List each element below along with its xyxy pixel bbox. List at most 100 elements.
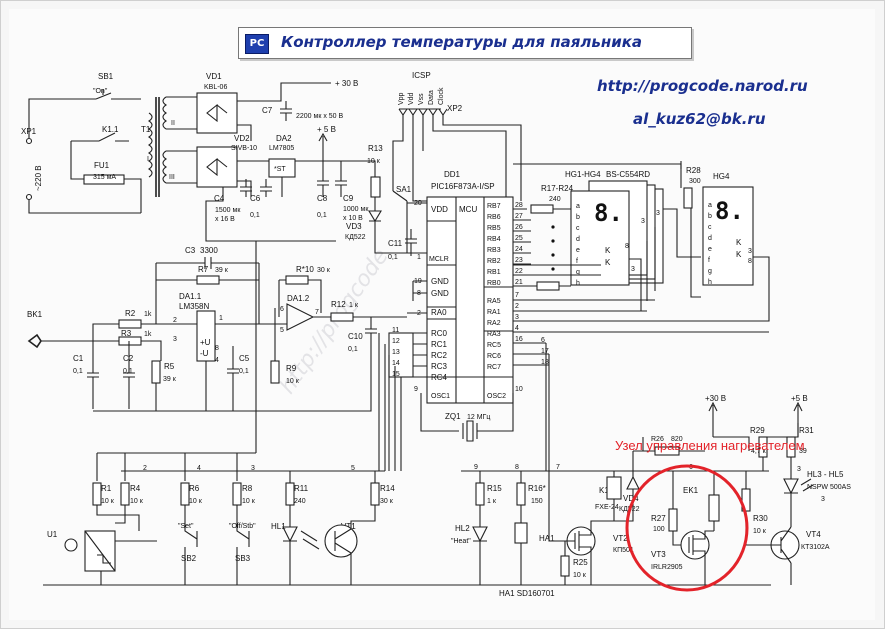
pin-8: 8 xyxy=(215,345,219,352)
hg1-type: BS-C554RD xyxy=(606,170,650,179)
r29-r31-wires xyxy=(762,457,792,479)
pin-3: 3 xyxy=(641,218,645,225)
vt4-label: VT4 xyxy=(806,530,821,539)
r11-label: R11 xyxy=(294,484,309,493)
sa1-switch xyxy=(392,190,408,253)
da2-st: *ST xyxy=(274,166,286,173)
r2-label: R2 xyxy=(125,309,136,318)
da11-type: LM358N xyxy=(179,302,209,311)
page-title: Контроллер температуры для паяльника xyxy=(281,33,643,51)
bus-num-3: 3 xyxy=(251,465,255,472)
vt1-wires xyxy=(334,505,376,585)
r9-label: R9 xyxy=(286,364,297,373)
r27-value: 100 xyxy=(653,526,665,533)
r7-label: R7 xyxy=(198,265,209,274)
hl3-led xyxy=(783,478,799,527)
r29-value: 4,7 к xyxy=(751,448,767,455)
hl2-led xyxy=(472,526,488,585)
icsp-pins xyxy=(398,108,448,116)
pin-8: 8 xyxy=(625,243,629,250)
r16-value: 150 xyxy=(531,498,543,505)
da11-minus: -U xyxy=(200,349,209,358)
c3-capacitor xyxy=(156,257,259,269)
r15-value: 1 к xyxy=(487,498,497,505)
p5-rail-bottom xyxy=(96,452,256,481)
rc-num: 16 xyxy=(515,336,523,343)
hg4-pin-3: 3 xyxy=(748,248,752,255)
seg-label: h xyxy=(708,279,712,286)
vd1-diode xyxy=(206,103,228,123)
r9-value: 10 к xyxy=(286,378,300,385)
sb1-on-label: "On" xyxy=(93,88,108,95)
display-common-wires xyxy=(629,208,701,311)
c9-value1: 1000 мк xyxy=(343,206,369,213)
ek1-heater xyxy=(708,494,720,522)
bus-num-2: 2 xyxy=(143,465,147,472)
r1-resistor xyxy=(92,482,102,506)
icsp-wires xyxy=(392,115,522,202)
zq1-label: ZQ1 xyxy=(445,412,461,421)
r2-resistor xyxy=(118,319,142,329)
pin-1: 1 xyxy=(219,315,223,322)
r17-resistor xyxy=(530,204,554,214)
r3-label: R3 xyxy=(121,329,132,338)
c7-value: 2200 мк x 50 В xyxy=(296,113,344,120)
seg-label: f xyxy=(708,257,710,264)
c4-capacitor xyxy=(240,179,252,197)
vd4-label: VD4 xyxy=(623,494,639,503)
k1-type: FXE-24 xyxy=(595,504,619,511)
bus-num-8: 8 xyxy=(515,464,519,471)
r6-resistor xyxy=(180,482,190,506)
hl2-label: HL2 xyxy=(455,524,470,533)
heater-highlight-circle xyxy=(625,464,749,592)
r13-label: R13 xyxy=(368,144,383,153)
bk1-label: BK1 xyxy=(27,310,43,319)
r12-resistor xyxy=(330,312,354,322)
rc-pin-num: 14 xyxy=(392,360,400,367)
c1-c2-capacitors xyxy=(87,372,135,409)
c8-label: C8 xyxy=(317,194,328,203)
vt3-label: VT3 xyxy=(651,550,666,559)
c8-value: 0,1 xyxy=(317,212,327,219)
icsp-vss: Vss xyxy=(418,93,425,105)
da12-label: DA1.2 xyxy=(287,294,310,303)
rb-pin-num: 25 xyxy=(515,235,523,242)
zq1-value: 12 МГц xyxy=(467,414,490,421)
da2-wires xyxy=(237,160,341,197)
u1-label: U1 xyxy=(47,530,58,539)
r12-c10-wires xyxy=(301,316,407,412)
mcu-dd1: DD1 PIC16F873A-I/SP VDD MCU MCLR GND GND… xyxy=(407,170,523,442)
rc-pin-num: 15 xyxy=(392,371,400,378)
pin-num-mclr: 1 xyxy=(417,254,421,261)
pin-num-osc2: 10 xyxy=(515,386,523,393)
r14-label: R14 xyxy=(380,484,395,493)
r8-value: 10 к xyxy=(242,498,256,505)
email-link[interactable]: al_kuz62@bk.ru xyxy=(633,110,766,128)
hg1-label: HG1-HG4 xyxy=(565,170,601,179)
vd3-label: VD3 xyxy=(346,222,362,231)
v30-label: + 30 В xyxy=(335,79,358,88)
t1-label: T1 xyxy=(141,125,151,134)
rc-left-bus: 11 12 13 14 15 xyxy=(378,327,427,471)
r8-label: R8 xyxy=(242,484,253,493)
bus-num-4: 4 xyxy=(197,465,201,472)
r15-r16-wires xyxy=(479,471,522,527)
c3-value: 3300 xyxy=(200,246,218,255)
vd3-type: КД522 xyxy=(345,234,366,241)
da2-label: DA2 xyxy=(276,134,292,143)
r29-label: R29 xyxy=(750,426,765,435)
hl3-type: NSPW 500AS xyxy=(807,484,851,491)
pin-rc1: RC1 xyxy=(431,340,448,349)
pin-5: 5 xyxy=(280,327,284,334)
title-box: PC Контроллер температуры для паяльника xyxy=(238,27,692,59)
display-digit-1 xyxy=(570,190,630,286)
r11-resistor xyxy=(285,482,295,506)
pin-rc7: RC7 xyxy=(487,364,501,371)
ha1-buzzer xyxy=(514,522,528,544)
pin-gnd2: GND xyxy=(431,289,449,298)
website-link[interactable]: http://progcode.narod.ru xyxy=(597,77,808,95)
seg-label: g xyxy=(708,268,712,275)
u1-motor xyxy=(64,538,78,552)
pin-rb3: RB3 xyxy=(487,247,501,254)
vd3-diode xyxy=(368,197,427,254)
